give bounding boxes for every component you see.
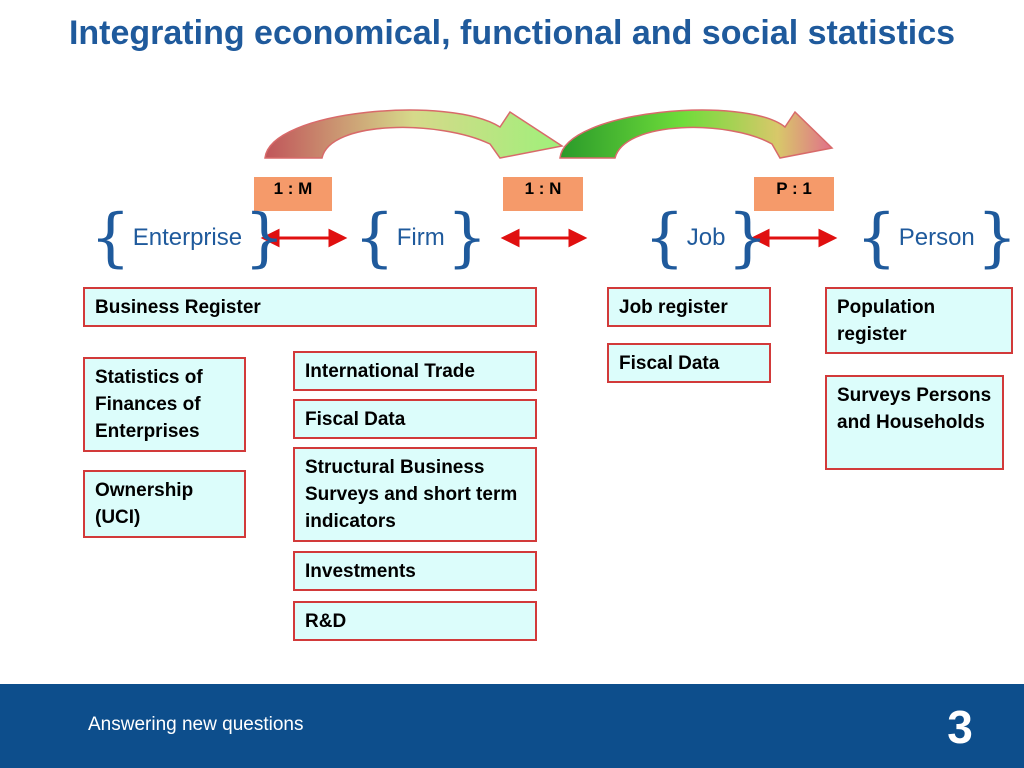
entity-label: Person [898, 224, 975, 251]
relation-arrow-job-person [750, 228, 838, 248]
ratio-enterprise-firm: 1 : M [254, 177, 332, 211]
right-brace: } [976, 201, 1018, 275]
right-brace: } [727, 201, 769, 275]
entity-label: Enterprise [132, 224, 243, 251]
box-statistics-finances: Statistics of Finances of Enterprises [83, 357, 246, 452]
left-brace: { [644, 201, 685, 275]
entity-label: Firm [396, 224, 445, 251]
right-brace: } [244, 201, 285, 275]
box-fiscal-data-job: Fiscal Data [607, 343, 771, 383]
ratio-job-person: P : 1 [754, 177, 834, 211]
box-ownership: Ownership (UCI) [83, 470, 246, 538]
box-investments: Investments [293, 551, 537, 591]
entity-enterprise: {Enterprise} [90, 200, 285, 276]
box-fiscal-data-firm: Fiscal Data [293, 399, 537, 439]
footer-bar [0, 684, 1024, 768]
relation-arrow-firm-job [500, 228, 588, 248]
right-brace: } [446, 201, 488, 275]
box-population-register: Population register [825, 287, 1013, 354]
box-business-register: Business Register [83, 287, 537, 327]
entity-firm: {Firm} [354, 200, 487, 276]
box-job-register: Job register [607, 287, 771, 327]
curved-arrow-left [264, 109, 564, 159]
box-rd: R&D [293, 601, 537, 641]
box-surveys-persons: Surveys Persons and Households [825, 375, 1004, 470]
entity-job: {Job} [644, 200, 768, 276]
left-brace: { [90, 201, 131, 275]
entity-person: {Person} [856, 200, 1017, 276]
page-title: Integrating economical, functional and s… [68, 14, 956, 52]
ratio-firm-job: 1 : N [503, 177, 583, 211]
box-structural-business: Structural Business Surveys and short te… [293, 447, 537, 542]
left-brace: { [354, 201, 395, 275]
footer-text: Answering new questions [88, 714, 304, 735]
entity-label: Job [686, 224, 726, 251]
diagram-arrows [260, 109, 838, 248]
box-international-trade: International Trade [293, 351, 537, 391]
curved-arrow-right [559, 109, 834, 159]
left-brace: { [856, 201, 897, 275]
page-number: 3 [947, 701, 973, 753]
relation-arrow-enterprise-firm [260, 228, 348, 248]
